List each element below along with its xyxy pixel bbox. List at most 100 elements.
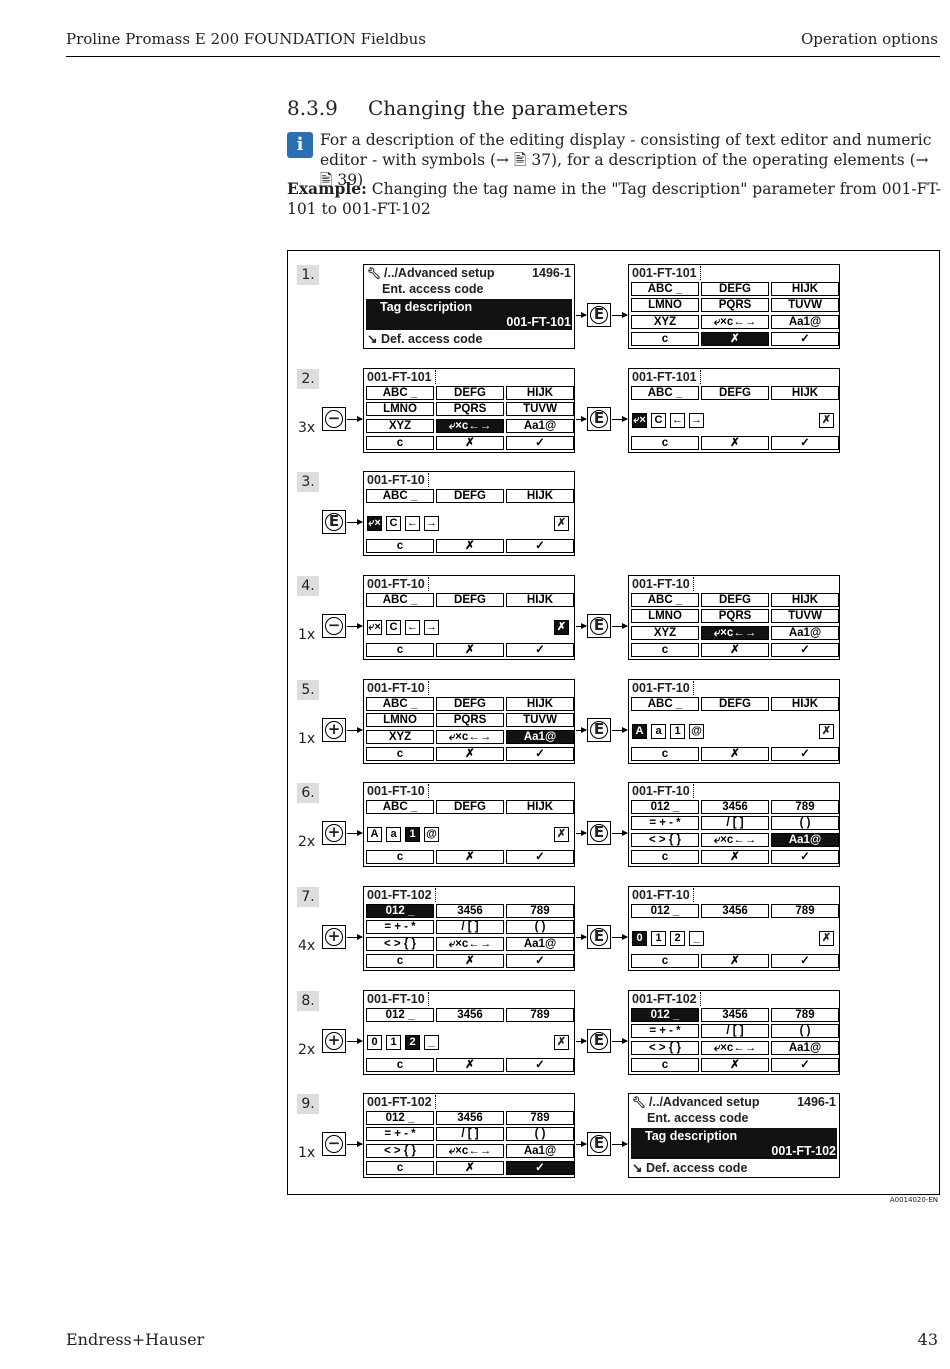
- arrow-icon: [347, 830, 363, 836]
- arrow-icon: [576, 934, 587, 940]
- editor-key: ( ): [506, 920, 574, 934]
- editor-value: 001-FT-10: [632, 681, 694, 695]
- editor-symbol: _: [689, 931, 704, 946]
- arrow-icon: [612, 934, 628, 940]
- enter-key: E: [587, 821, 611, 845]
- editor-value: 001-FT-10: [367, 784, 429, 798]
- editor-key: HIJK: [506, 800, 574, 814]
- editor-key: 3456: [701, 1008, 769, 1022]
- enter-key: E: [587, 614, 611, 638]
- editor-key: ✓: [771, 850, 839, 864]
- editor-key: / [ ]: [436, 1127, 504, 1141]
- editor-symbol: ←: [670, 413, 685, 428]
- editor-key: ✓: [771, 747, 839, 761]
- step-number: 8.: [297, 991, 319, 1011]
- editor-key: ABC _: [366, 386, 434, 400]
- menu-item: ↘ Def. access code: [632, 1161, 747, 1176]
- editor-key: ⤶×c←→: [701, 626, 769, 640]
- editor-key: ✓: [506, 436, 574, 450]
- editor-key: Aa1@: [771, 1041, 839, 1055]
- editor-key: ✗: [701, 1058, 769, 1072]
- editor-symbol: C: [386, 516, 401, 531]
- editor-symbol: ⤶×: [367, 516, 382, 531]
- editor-key: Aa1@: [771, 626, 839, 640]
- editor-key: HIJK: [506, 697, 574, 711]
- arrow-icon: [612, 416, 628, 422]
- editor-key: ✓: [771, 436, 839, 450]
- plus-key-symbol: +: [325, 928, 343, 946]
- editor-key: ✗: [436, 436, 504, 450]
- plus-key: +: [322, 718, 346, 742]
- info-icon: i: [287, 132, 313, 158]
- editor-key: ABC _: [631, 386, 699, 400]
- editor-symbol: 1: [386, 1035, 401, 1050]
- procedure-figure: [287, 250, 940, 1195]
- editor-key: XYZ: [631, 315, 699, 329]
- editor-key: Aa1@: [506, 730, 574, 744]
- editor-key: DEFG: [436, 800, 504, 814]
- press-count: 3x: [298, 420, 316, 436]
- editor-key: DEFG: [436, 593, 504, 607]
- editor-key: DEFG: [436, 697, 504, 711]
- editor-key: ⤶×c←→: [436, 419, 504, 433]
- editor-value: 001-FT-102: [367, 1095, 436, 1109]
- step-number: 4.: [297, 576, 319, 596]
- editor-key: = + - *: [366, 1127, 434, 1141]
- minus-key-symbol: −: [325, 617, 343, 635]
- editor-key: Aa1@: [771, 833, 839, 847]
- editor-value: 001-FT-10: [367, 577, 429, 591]
- editor-symbol: 0: [367, 1035, 382, 1050]
- menu-code: 1496-1: [532, 266, 571, 280]
- menu-item-label: Tag description: [645, 1129, 738, 1143]
- editor-key: c: [366, 850, 434, 864]
- editor-key: 789: [506, 1111, 574, 1125]
- editor-key: ( ): [771, 1024, 839, 1038]
- editor-key: ABC _: [631, 697, 699, 711]
- editor-key: c: [631, 643, 699, 657]
- editor-key: c: [366, 747, 434, 761]
- editor-key: TUVW: [506, 402, 574, 416]
- enter-key: E: [587, 1132, 611, 1156]
- editor-symbol: →: [689, 413, 704, 428]
- running-header-chapter: Operation options: [800, 30, 938, 48]
- arrow-icon: [347, 1038, 363, 1044]
- editor-symbol: ←: [405, 620, 420, 635]
- editor-symbol: C: [386, 620, 401, 635]
- editor-key: ✓: [506, 747, 574, 761]
- editor-key: LMNO: [631, 298, 699, 312]
- editor-key: c: [631, 747, 699, 761]
- editor-key: LMNO: [631, 609, 699, 623]
- plus-key: +: [322, 1029, 346, 1053]
- editor-key: ✓: [771, 1058, 839, 1072]
- step-number: 9.: [297, 1094, 319, 1114]
- editor-key: PQRS: [701, 609, 769, 623]
- press-count: 4x: [298, 938, 316, 954]
- arrow-icon: [347, 416, 363, 422]
- editor-key: DEFG: [436, 386, 504, 400]
- editor-key: ( ): [506, 1127, 574, 1141]
- menu-code: 1496-1: [797, 1095, 836, 1109]
- editor-key: = + - *: [631, 816, 699, 830]
- editor-symbol: @: [424, 827, 439, 842]
- editor-key: ✗: [701, 747, 769, 761]
- editor-key: 789: [771, 1008, 839, 1022]
- editor-key: c: [366, 436, 434, 450]
- editor-key: TUVW: [771, 298, 839, 312]
- editor-key: HIJK: [771, 697, 839, 711]
- editor-key: 012 _: [366, 904, 434, 918]
- editor-key: ABC _: [631, 593, 699, 607]
- menu-item-label: Def. access code: [380, 332, 483, 346]
- editor-key: ✗: [436, 747, 504, 761]
- press-count: 1x: [298, 627, 316, 643]
- enter-key-symbol: E: [590, 928, 608, 946]
- editor-key: = + - *: [631, 1024, 699, 1038]
- cancel-icon: ✗: [554, 516, 569, 531]
- editor-key: HIJK: [506, 489, 574, 503]
- menu-item-value: 001-FT-101: [506, 315, 571, 329]
- editor-key: Aa1@: [506, 937, 574, 951]
- editor-value: 001-FT-102: [632, 992, 701, 1006]
